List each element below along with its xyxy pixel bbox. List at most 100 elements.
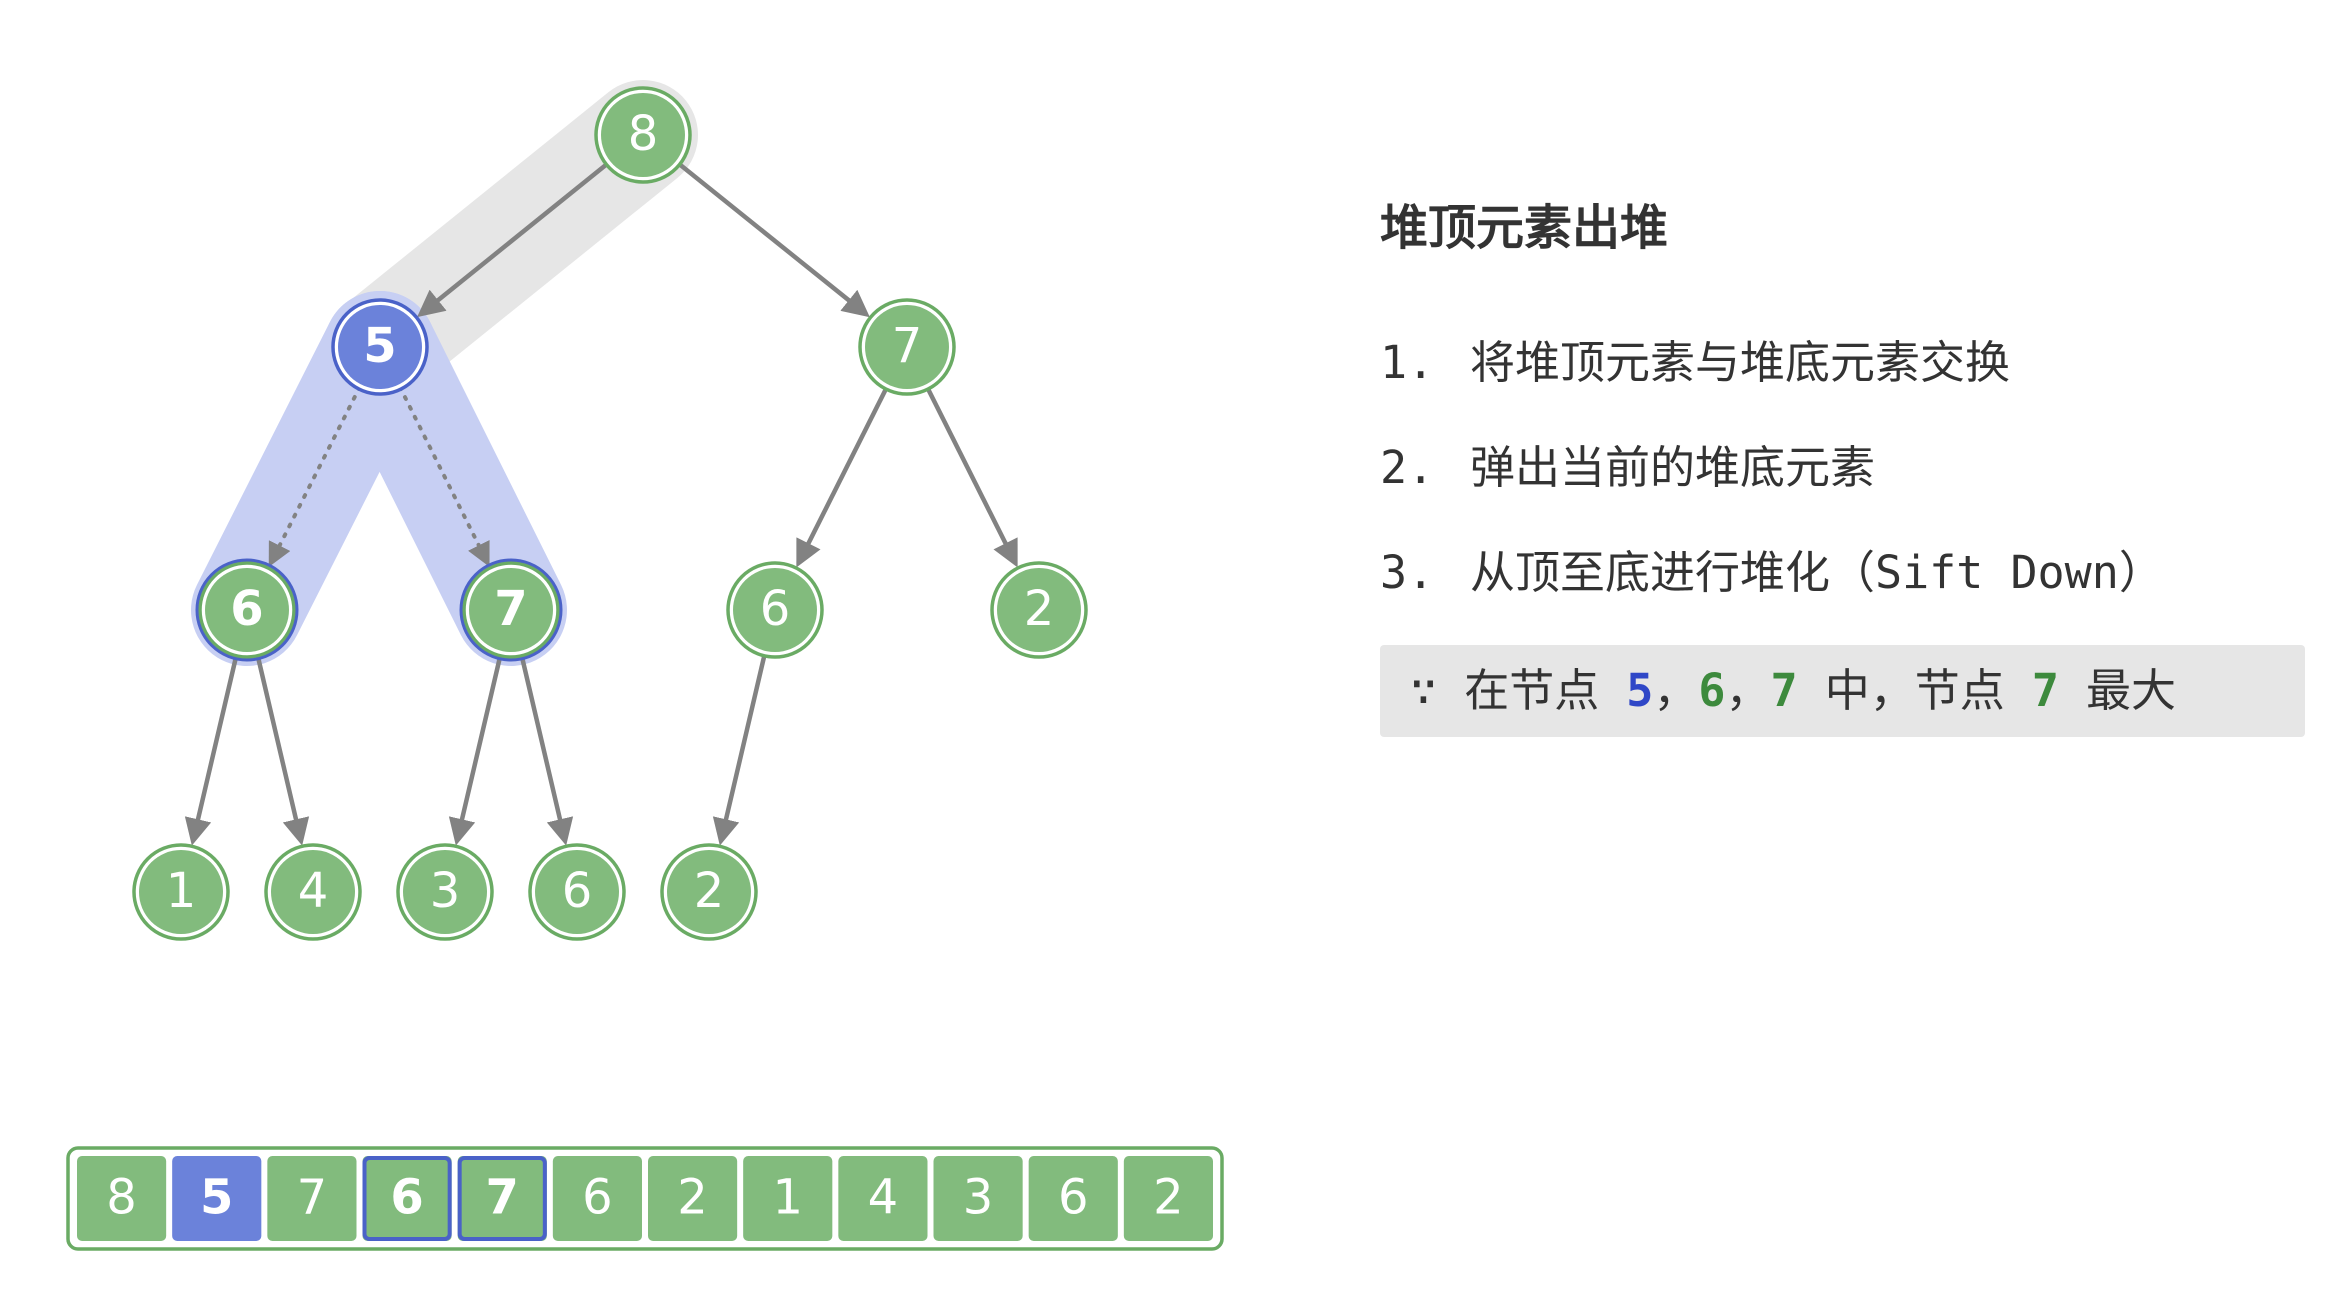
note-middle: 中，节点 bbox=[1824, 663, 2005, 717]
tree-node-6: 6 bbox=[528, 843, 626, 941]
edge-n1-n4 bbox=[398, 385, 490, 567]
cell-value: 7 bbox=[297, 1170, 328, 1226]
cell-body bbox=[267, 1156, 357, 1241]
cell-value: 6 bbox=[390, 1170, 423, 1226]
tree-node-7: 7 bbox=[459, 558, 563, 662]
node-value: 6 bbox=[562, 863, 593, 919]
array-cell-10: 6 bbox=[1028, 1156, 1118, 1241]
tree-node-3: 3 bbox=[396, 843, 494, 941]
cell-value: 4 bbox=[868, 1170, 899, 1226]
node-body bbox=[667, 850, 751, 934]
edge-n0-n1 bbox=[417, 161, 610, 318]
array-cell-5: 6 bbox=[552, 1156, 642, 1241]
note-prefix: 在节点 bbox=[1464, 663, 1600, 717]
tree-node-2: 2 bbox=[660, 843, 758, 941]
edge-n3-n7 bbox=[184, 653, 239, 846]
array-cell-11: 2 bbox=[1123, 1156, 1213, 1241]
node-body bbox=[469, 568, 553, 652]
step-number: 1. bbox=[1380, 335, 1435, 389]
tree-node-4: 4 bbox=[264, 843, 362, 941]
cell-value: 3 bbox=[963, 1170, 994, 1226]
cell-body bbox=[362, 1156, 452, 1241]
tree-node-5: 5 bbox=[331, 298, 429, 396]
node-value: 3 bbox=[430, 863, 461, 919]
tree-node-8: 8 bbox=[594, 86, 692, 184]
step-text: 从顶至底进行堆化（Sift Down） bbox=[1470, 545, 2164, 599]
note-value-current: 5 bbox=[1626, 663, 1654, 717]
edge-n4-n9 bbox=[448, 653, 503, 846]
cell-body bbox=[1028, 1156, 1118, 1241]
edge-n0-n2 bbox=[676, 161, 870, 318]
node-body bbox=[403, 850, 487, 934]
step-1: 1. 将堆顶元素与堆底元素交换 bbox=[1380, 310, 2310, 415]
node-value: 1 bbox=[166, 863, 197, 919]
node-value: 5 bbox=[363, 318, 396, 374]
node-compare-ring bbox=[195, 558, 299, 662]
array-cell-6: 2 bbox=[648, 1156, 738, 1241]
node-body bbox=[205, 568, 289, 652]
array-cell-9: 3 bbox=[933, 1156, 1023, 1241]
cell-body bbox=[933, 1156, 1023, 1241]
step-number: 2. bbox=[1380, 440, 1435, 494]
cell-body bbox=[743, 1156, 833, 1241]
node-value: 6 bbox=[230, 581, 263, 637]
array-cell-4: 7 bbox=[457, 1156, 547, 1241]
node-value: 7 bbox=[494, 581, 527, 637]
cell-compare-border bbox=[362, 1156, 452, 1241]
note-separator: ， bbox=[1725, 663, 1771, 717]
edge-n5-n11 bbox=[712, 653, 767, 846]
edge-n1-n3 bbox=[268, 385, 362, 567]
node-compare-ring bbox=[459, 558, 563, 662]
comparison-note: ∵ 在节点 5，6，7 中，节点 7 最大 bbox=[1380, 644, 2305, 737]
step-number: 3. bbox=[1380, 545, 1435, 599]
node-body bbox=[139, 850, 223, 934]
cell-body bbox=[552, 1156, 642, 1241]
cell-body bbox=[1123, 1156, 1213, 1241]
tree-node-7: 7 bbox=[858, 298, 956, 396]
step-text: 将堆顶元素与堆底元素交换 bbox=[1470, 335, 2011, 389]
step-2: 2. 弹出当前的堆底元素 bbox=[1380, 415, 2310, 520]
node-body bbox=[865, 305, 949, 389]
node-body bbox=[535, 850, 619, 934]
note-value-right: 7 bbox=[1770, 663, 1798, 717]
step-3: 3. 从顶至底进行堆化（Sift Down） bbox=[1380, 520, 2310, 625]
cell-body bbox=[457, 1156, 547, 1241]
node-value: 6 bbox=[760, 581, 791, 637]
cell-value: 8 bbox=[106, 1170, 137, 1226]
array-cell-0: 8 bbox=[77, 1156, 167, 1241]
note-value-left: 6 bbox=[1698, 663, 1726, 717]
array-cell-2: 7 bbox=[267, 1156, 357, 1241]
node-body bbox=[601, 93, 685, 177]
tree-nodes: 8 5 7 6 7 6 2 1 4 3 6 2 bbox=[132, 86, 1088, 941]
edge-n2-n5 bbox=[796, 386, 889, 568]
panel-heading: 堆顶元素出堆 bbox=[1380, 200, 1669, 256]
cell-value: 5 bbox=[200, 1170, 233, 1226]
node-value: 8 bbox=[628, 106, 659, 162]
cell-compare-border bbox=[457, 1156, 547, 1241]
tree-node-6: 6 bbox=[726, 561, 824, 659]
node-value: 7 bbox=[892, 318, 923, 374]
cell-value: 6 bbox=[582, 1170, 613, 1226]
cell-value: 6 bbox=[1058, 1170, 1089, 1226]
tree-node-2: 2 bbox=[990, 561, 1088, 659]
node-body bbox=[997, 568, 1081, 652]
step-text: 弹出当前的堆底元素 bbox=[1470, 440, 1876, 494]
cell-body bbox=[77, 1156, 167, 1241]
path-highlights bbox=[191, 80, 698, 666]
tree-node-1: 1 bbox=[132, 843, 230, 941]
cell-value: 1 bbox=[772, 1170, 803, 1226]
node-body bbox=[271, 850, 355, 934]
cell-value: 7 bbox=[486, 1170, 519, 1226]
array-cell-8: 4 bbox=[838, 1156, 928, 1241]
cell-body bbox=[648, 1156, 738, 1241]
node-value: 2 bbox=[1024, 581, 1055, 637]
note-separator: ， bbox=[1653, 663, 1699, 717]
node-value: 2 bbox=[694, 863, 725, 919]
cell-body bbox=[172, 1156, 262, 1241]
tree-node-6: 6 bbox=[195, 558, 299, 662]
node-value: 4 bbox=[298, 863, 329, 919]
array-cell-7: 1 bbox=[743, 1156, 833, 1241]
node-body bbox=[733, 568, 817, 652]
note-value-max: 7 bbox=[2031, 663, 2059, 717]
